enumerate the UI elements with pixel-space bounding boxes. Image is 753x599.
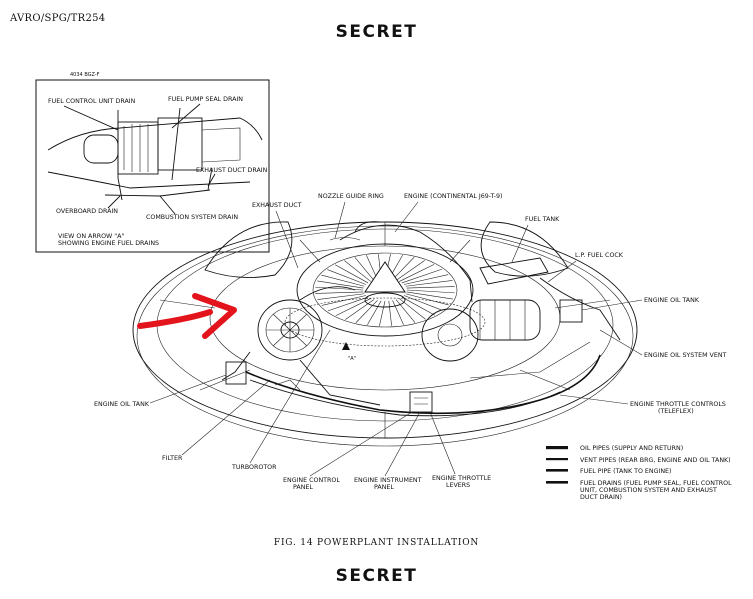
inset-label-overboard-drain: OVERBOARD DRAIN bbox=[56, 208, 118, 215]
turbine-blade bbox=[321, 274, 365, 287]
inset-view: 4034 BGZ-F FUEL CONTROL UNIT DRAIN FUEL … bbox=[35, 72, 270, 253]
engine-control-panel bbox=[409, 391, 433, 413]
label-engine-throttle-levers-1: ENGINE THROTTLE bbox=[432, 475, 491, 482]
inset-view-caption-line2: SHOWING ENGINE FUEL DRAINS bbox=[58, 240, 159, 247]
label-engine-oil-tank-right: ENGINE OIL TANK bbox=[644, 297, 700, 304]
label-lp-fuel-cock: L.P. FUEL COCK bbox=[575, 252, 624, 259]
legend-label: VENT PIPES (REAR BRG, ENGINE AND OIL TAN… bbox=[580, 457, 731, 464]
legend-item-vent-pipes: VENT PIPES (REAR BRG, ENGINE AND OIL TAN… bbox=[546, 457, 731, 464]
legend-item-fuel-drains: FUEL DRAINS (FUEL PUMP SEAL, FUEL CONTRO… bbox=[546, 480, 732, 501]
legend-label: FUEL PIPE (TANK TO ENGINE) bbox=[580, 468, 672, 475]
turbine-blade bbox=[327, 296, 369, 312]
label-nozzle-guide-ring: NOZZLE GUIDE RING bbox=[318, 193, 384, 200]
legend-item-fuel-pipe: FUEL PIPE (TANK TO ENGINE) bbox=[546, 468, 672, 475]
view-a-marker: "A" bbox=[342, 342, 356, 362]
document-id: AVRO/SPG/TR254 bbox=[10, 13, 106, 24]
label-fuel-tank: FUEL TANK bbox=[525, 216, 560, 223]
turbine-blade bbox=[405, 293, 449, 306]
legend-item-oil-pipes: OIL PIPES (SUPPLY AND RETURN) bbox=[546, 445, 683, 452]
turbine-blade bbox=[401, 268, 443, 284]
label-engine-instrument-panel-2: PANEL bbox=[374, 484, 394, 491]
figure-caption: FIG. 14 POWERPLANT INSTALLATION bbox=[273, 538, 480, 548]
label-engine-oil-tank-left: ENGINE OIL TANK bbox=[94, 401, 150, 408]
turbine-blade bbox=[321, 295, 367, 306]
turbine-blade bbox=[317, 280, 364, 289]
turbine-blade bbox=[403, 295, 443, 311]
turbine-blade bbox=[345, 299, 375, 320]
label-engine-oil-system-vent: ENGINE OIL SYSTEM VENT bbox=[644, 352, 727, 359]
turbine-blade bbox=[317, 293, 365, 300]
label-engine-throttle-controls-2: (TELEFLEX) bbox=[658, 408, 694, 415]
legend-label: FUEL DRAINS (FUEL PUMP SEAL, FUEL CONTRO… bbox=[580, 480, 732, 487]
turbine-blade bbox=[406, 291, 453, 300]
turbine-blade bbox=[315, 286, 364, 291]
label-turborotor: TURBOROTOR bbox=[231, 464, 277, 471]
turbine-blade bbox=[355, 300, 378, 323]
label-engine-control-panel-2: PANEL bbox=[293, 484, 313, 491]
inset-view-caption-line1: VIEW ON ARROW "A" bbox=[58, 233, 124, 240]
view-a-label: "A" bbox=[348, 356, 356, 362]
callouts: EXHAUST DUCT NOZZLE GUIDE RING ENGINE (C… bbox=[94, 193, 727, 491]
classification-footer: SECRET bbox=[335, 566, 418, 586]
fuel-tank bbox=[479, 257, 549, 285]
inset-drawing-number: 4034 BGZ-F bbox=[70, 72, 100, 78]
turbine-blade bbox=[401, 296, 436, 316]
turbine-blade bbox=[388, 300, 392, 326]
classification-header: SECRET bbox=[335, 22, 418, 42]
turbine-blade bbox=[379, 300, 386, 326]
turbine-blade bbox=[398, 298, 426, 320]
turbine-blade bbox=[395, 299, 416, 323]
engine-right bbox=[339, 221, 541, 362]
turbine-blade bbox=[344, 260, 372, 282]
turborotor-assembly bbox=[284, 243, 486, 347]
inset-label-fuel-pump-seal-drain: FUEL PUMP SEAL DRAIN bbox=[168, 96, 243, 103]
red-annotation-arrow bbox=[137, 293, 237, 339]
turbine-blade bbox=[327, 269, 367, 285]
label-engine-control-panel-1: ENGINE CONTROL bbox=[283, 477, 340, 484]
pipework bbox=[245, 237, 621, 417]
inset-engine-sketch bbox=[47, 103, 263, 215]
label-engine-continental: ENGINE (CONTINENTAL J69-T-9) bbox=[404, 193, 502, 200]
turbine-blade bbox=[405, 280, 453, 287]
airframe-disc bbox=[132, 221, 638, 447]
legend-label: OIL PIPES (SUPPLY AND RETURN) bbox=[580, 445, 683, 452]
label-engine-throttle-controls-1: ENGINE THROTTLE CONTROLS bbox=[630, 401, 726, 408]
turbine-blade bbox=[367, 300, 382, 325]
oil-tank-left bbox=[225, 361, 247, 385]
label-engine-instrument-panel-1: ENGINE INSTRUMENT bbox=[354, 477, 422, 484]
turbine-blade bbox=[395, 260, 425, 281]
turbine-blade bbox=[399, 264, 435, 282]
inset-label-fuel-control-unit-drain: FUEL CONTROL UNIT DRAIN bbox=[48, 98, 136, 105]
turbine-blade bbox=[315, 291, 364, 294]
turbine-blade bbox=[392, 300, 404, 325]
label-filter: FILTER bbox=[162, 455, 183, 462]
label-exhaust-duct: EXHAUST DUCT bbox=[252, 202, 302, 209]
legend-label-continued: UNIT, COMBUSTION SYSTEM AND EXHAUST bbox=[580, 487, 717, 494]
turbine-blade bbox=[403, 274, 449, 285]
label-engine-throttle-levers-2: LEVERS bbox=[446, 482, 470, 489]
inset-label-exhaust-duct-drain: EXHAUST DUCT DRAIN bbox=[196, 167, 268, 174]
oil-tank-right bbox=[559, 299, 583, 323]
legend-label-continued: DUCT DRAIN) bbox=[580, 494, 622, 501]
turbine-blade bbox=[334, 264, 369, 284]
engine-left bbox=[221, 286, 356, 381]
turbine-blade bbox=[406, 289, 455, 294]
turbine-blade bbox=[354, 257, 375, 281]
legend: OIL PIPES (SUPPLY AND RETURN) VENT PIPES… bbox=[546, 445, 732, 501]
turbine-blade bbox=[392, 257, 415, 280]
turbine-blade bbox=[406, 286, 455, 289]
inset-label-combustion-system-drain: COMBUSTION SYSTEM DRAIN bbox=[146, 214, 238, 221]
